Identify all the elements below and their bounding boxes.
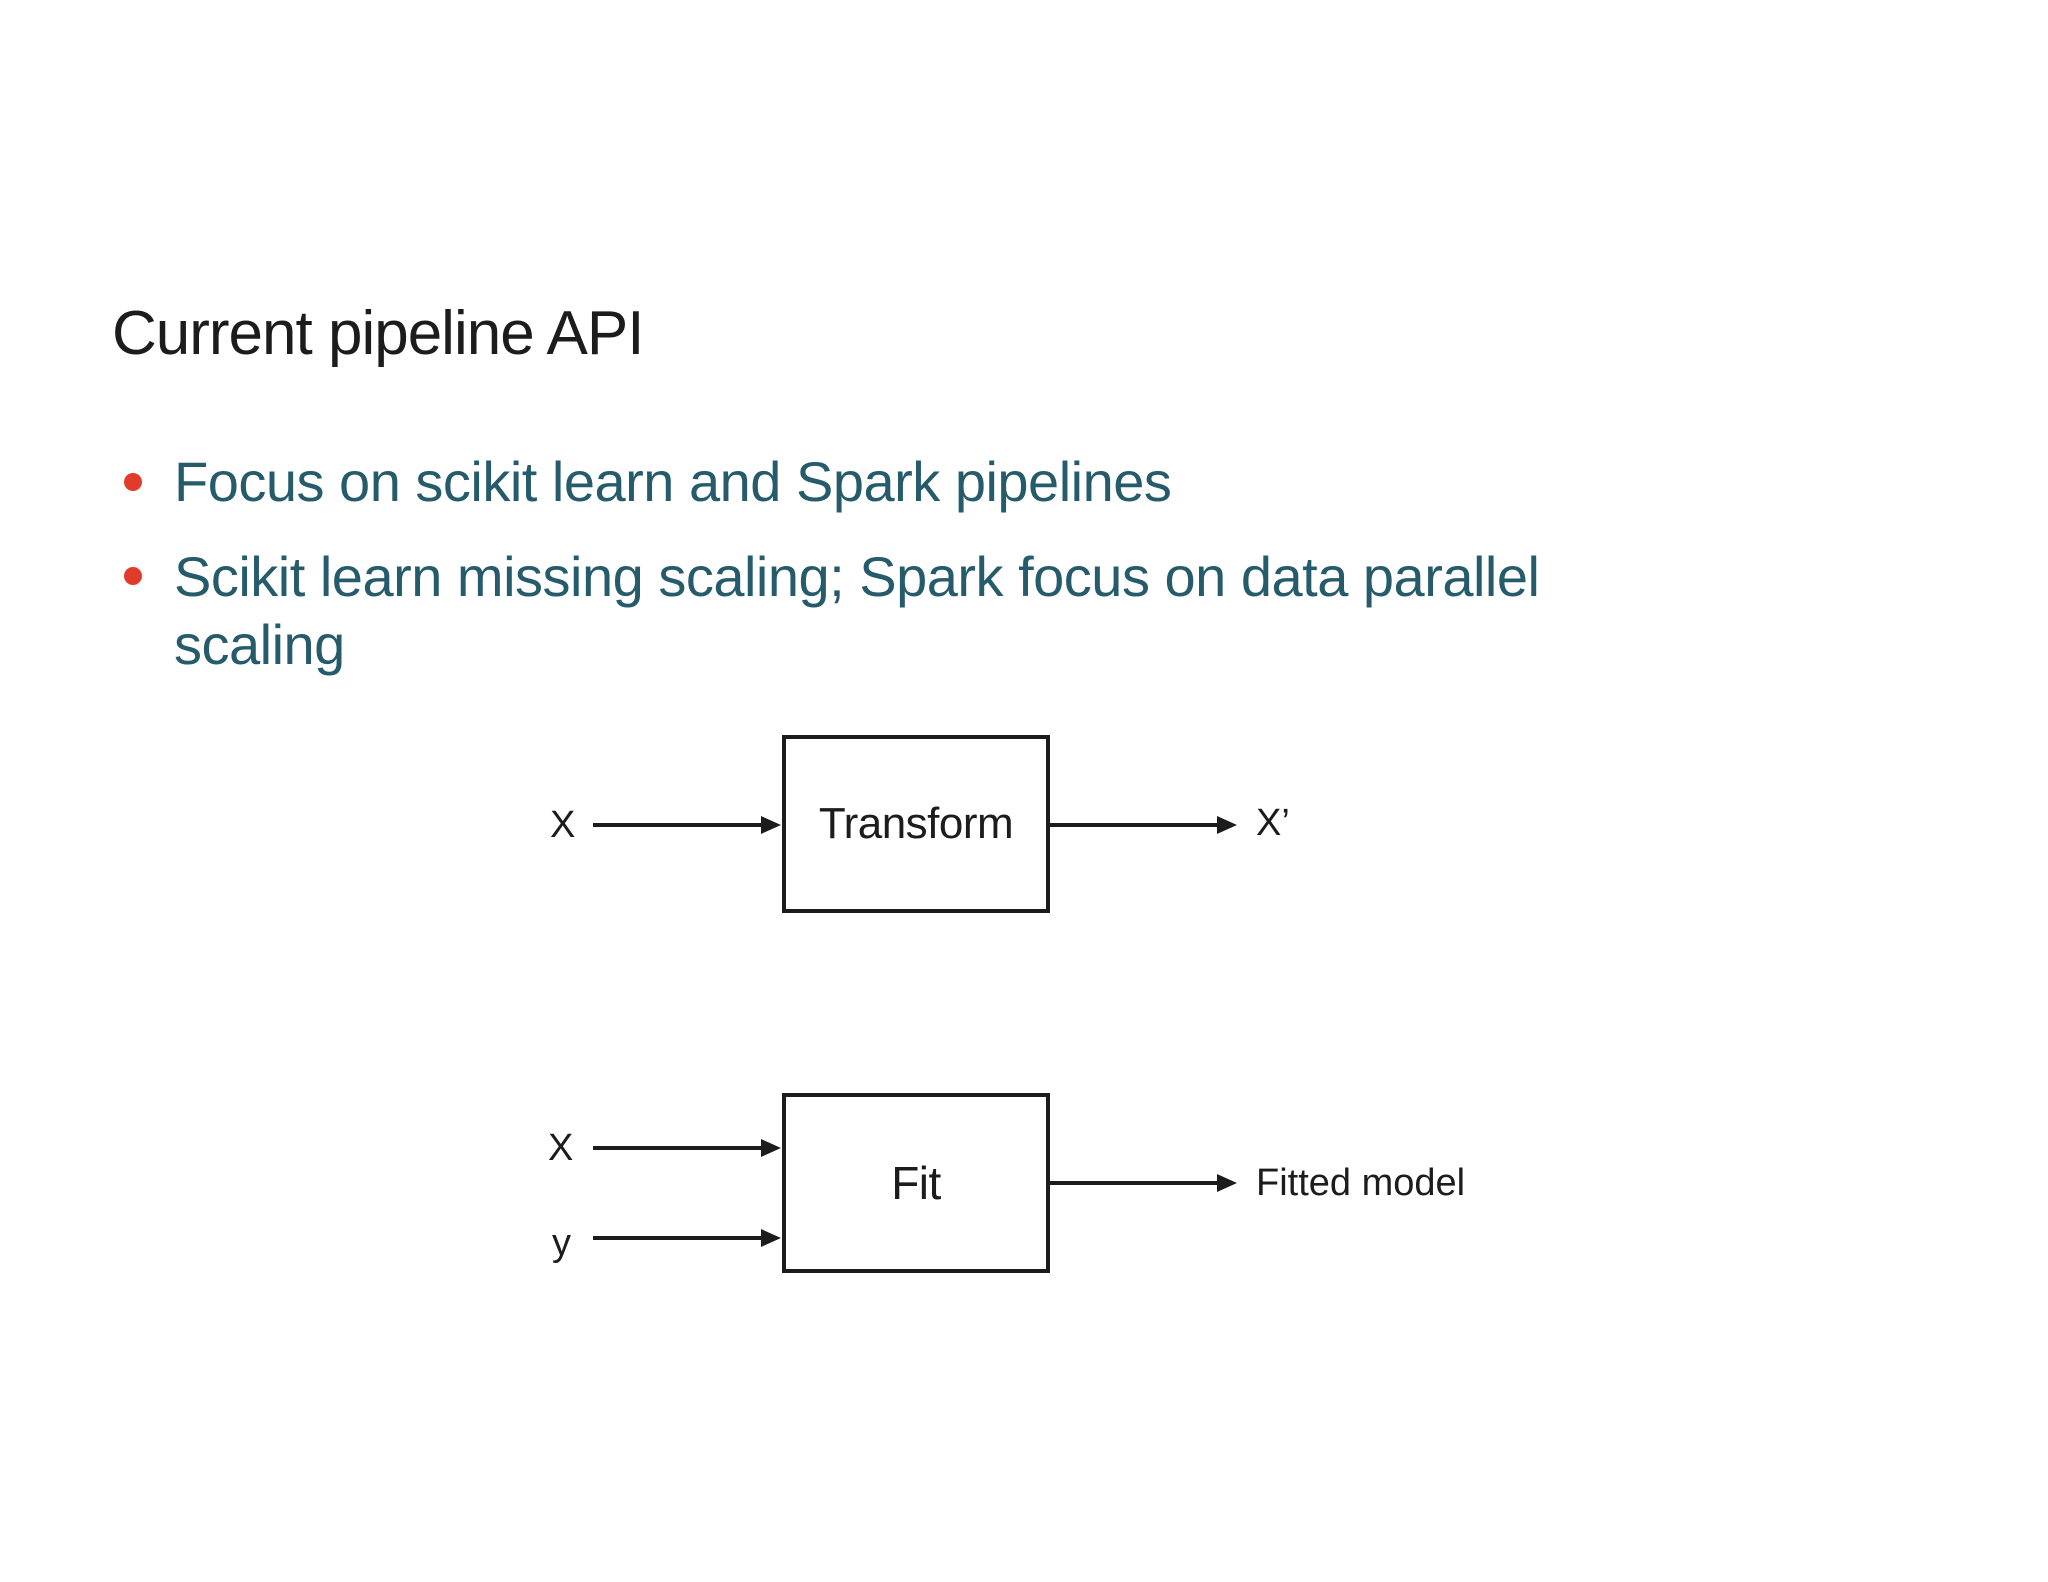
fit-input-y-label: y — [552, 1222, 571, 1264]
fit-output-label: Fitted model — [1256, 1162, 1466, 1204]
arrow-transform-box-to-output — [1050, 823, 1217, 827]
arrow-x-to-fit-box — [593, 1146, 761, 1150]
arrow-x-to-transform-box — [593, 823, 761, 827]
bullet-item: Scikit learn missing scaling; Spark focu… — [174, 545, 1540, 676]
arrow-y-to-fit-box — [593, 1236, 761, 1240]
transform-output-label: X’ — [1256, 802, 1290, 844]
slide-title: Current pipeline API — [112, 299, 644, 368]
fit-box: Fit — [782, 1093, 1050, 1273]
bullet-item: Focus on scikit learn and Spark pipeline… — [174, 450, 1172, 513]
transform-box: Transform — [782, 735, 1050, 913]
bullet-marker — [124, 473, 142, 491]
bullet-marker — [124, 567, 142, 585]
transform-input-label: X — [550, 804, 576, 846]
fit-box-label: Fit — [891, 1157, 941, 1209]
transform-box-label: Transform — [818, 799, 1014, 848]
fit-input-x-label: X — [548, 1127, 574, 1169]
arrow-fit-box-to-output — [1050, 1181, 1217, 1185]
